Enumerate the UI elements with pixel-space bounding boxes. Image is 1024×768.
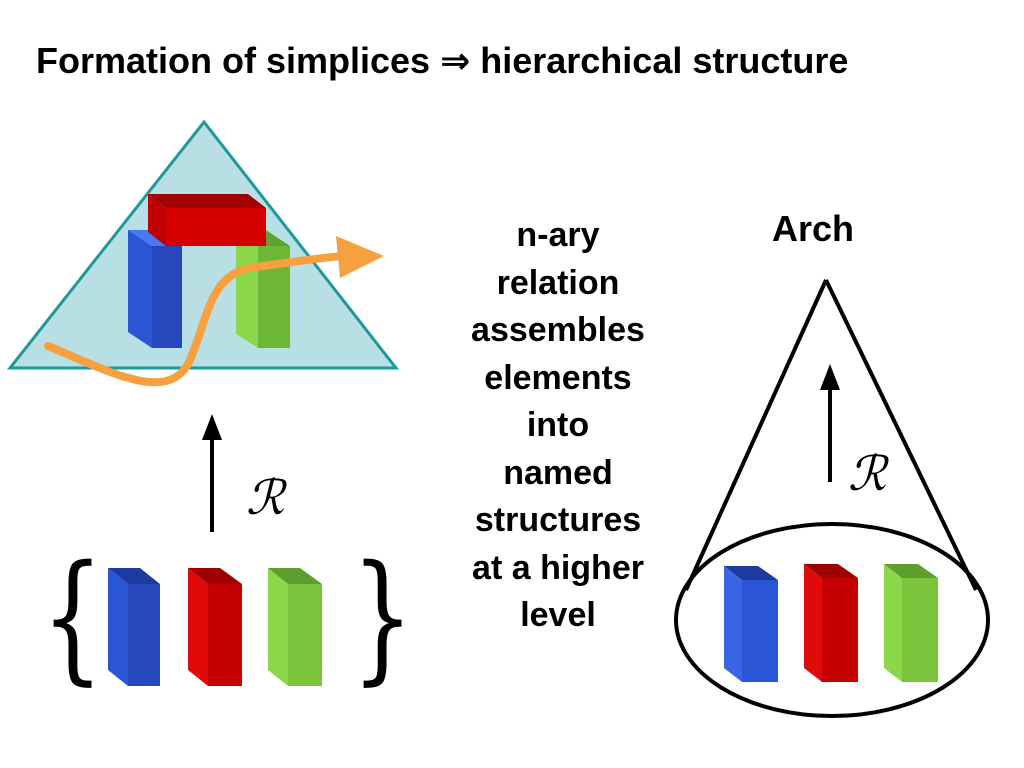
description-line: named bbox=[503, 453, 613, 492]
description-line: assembles bbox=[471, 311, 645, 349]
cone-right-edge bbox=[824, 279, 978, 591]
cone-left-edge bbox=[684, 279, 828, 591]
description-text: n-ary relation assembles elements into n… bbox=[448, 212, 668, 640]
set-green-block bbox=[268, 568, 322, 686]
description-line: elements bbox=[484, 358, 632, 397]
set-red-block bbox=[188, 568, 242, 686]
left-up-arrow-head bbox=[202, 414, 222, 440]
arch-blue-pillar bbox=[128, 230, 182, 348]
relation-path bbox=[44, 252, 346, 387]
cone-blue-block bbox=[724, 566, 778, 682]
arch-green-pillar bbox=[236, 230, 290, 348]
set-blue-block bbox=[108, 568, 160, 686]
description-line: relation bbox=[496, 263, 620, 302]
cone-red-block bbox=[804, 564, 858, 682]
cone-green-block bbox=[884, 564, 938, 682]
description-line: at a higher bbox=[472, 548, 644, 587]
left-relation-symbol: ℛ bbox=[246, 470, 285, 526]
right-up-arrow-head bbox=[820, 364, 840, 390]
slide-title: Formation of simplices ⇒ hierarchical st… bbox=[36, 40, 849, 81]
set-open-brace: { bbox=[41, 536, 104, 699]
arch-red-lintel bbox=[148, 194, 266, 246]
description-line: n-ary bbox=[516, 216, 600, 254]
arch-label: Arch bbox=[772, 208, 855, 249]
relation-path-arrowhead bbox=[336, 236, 384, 278]
description-line: level bbox=[520, 596, 596, 634]
right-relation-symbol: ℛ bbox=[848, 446, 887, 502]
set-close-brace: } bbox=[351, 536, 414, 699]
cone-base-ellipse bbox=[674, 522, 990, 718]
description-line: structures bbox=[474, 501, 642, 539]
description-line: into bbox=[526, 406, 590, 444]
